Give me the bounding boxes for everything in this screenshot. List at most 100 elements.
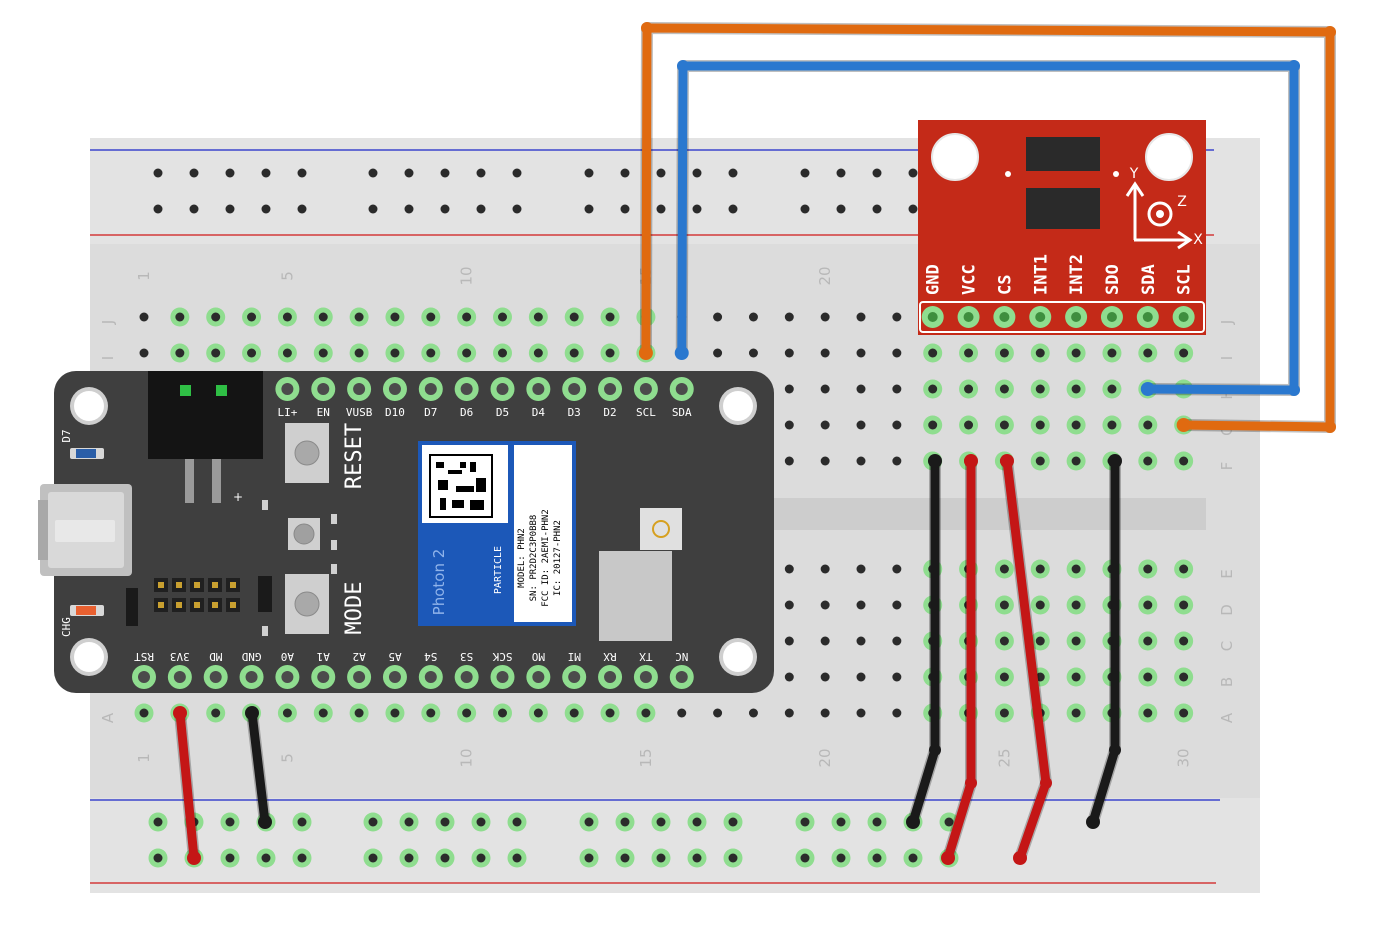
rail-hole [404, 204, 414, 214]
top-pin-hole [424, 383, 437, 395]
top-pin-label: SDA [672, 406, 692, 419]
module-brand: PARTICLE [493, 546, 504, 594]
rail-hole [584, 853, 594, 863]
terminal-hole [318, 312, 328, 322]
terminal-hole [1035, 564, 1045, 574]
terminal-hole [999, 420, 1009, 430]
row-letter-right: J [1218, 320, 1236, 325]
qr-module [438, 480, 448, 490]
terminal-hole [928, 384, 938, 394]
rail-hole [656, 817, 666, 827]
terminal-hole [175, 348, 185, 358]
rail-hole [153, 853, 163, 863]
top-pin-hole [568, 383, 581, 395]
terminal-hole [1071, 420, 1081, 430]
top-pin-label: VUSB [346, 406, 373, 419]
top-pin-hole [639, 383, 652, 395]
rail-hole [153, 168, 163, 178]
terminal-hole [1071, 456, 1081, 466]
smd-component [331, 514, 337, 524]
terminal-hole [820, 672, 830, 682]
terminal-hole [1035, 420, 1045, 430]
sensor-sdo-wire-end [1086, 815, 1100, 829]
rail-hole [728, 853, 738, 863]
sensor-gnd-wire-end [906, 815, 920, 829]
bottom-pin-label: RST [134, 650, 154, 663]
terminal-hole [892, 348, 902, 358]
qr-module [470, 462, 476, 472]
terminal-hole [713, 348, 723, 358]
rail-hole [836, 204, 846, 214]
debug-header-pad [158, 602, 164, 608]
row-letter-right: F [1218, 462, 1236, 471]
sensor-pin-hole [1071, 312, 1082, 322]
connector-led [180, 385, 191, 396]
d7-led [76, 449, 96, 458]
row-letter-right: C [1218, 641, 1236, 651]
mode-button [294, 591, 320, 617]
terminal-hole [1143, 456, 1153, 466]
ground-wire [247, 708, 270, 827]
terminal-hole [1071, 348, 1081, 358]
terminal-hole [533, 348, 543, 358]
rail-hole [512, 817, 522, 827]
terminal-hole [856, 708, 866, 718]
terminal-hole [211, 348, 221, 358]
bottom-pin-hole [388, 671, 401, 683]
terminal-hole [139, 708, 149, 718]
rail-hole [728, 204, 738, 214]
rail-hole [440, 817, 450, 827]
reset-button [294, 440, 320, 466]
u-fl-connector [640, 508, 682, 550]
rail-hole [297, 817, 307, 827]
bottom-pin-hole [460, 671, 473, 683]
debug-header-pad [158, 582, 164, 588]
terminal-hole [820, 384, 830, 394]
terminal-hole [1107, 348, 1117, 358]
terminal-hole [605, 708, 615, 718]
terminal-hole [784, 636, 794, 646]
rail-hole [908, 204, 918, 214]
rail-hole [692, 168, 702, 178]
rail-hole [404, 817, 414, 827]
bottom-pin-hole [138, 671, 150, 683]
mounting-hole [723, 642, 753, 672]
terminal-hole [964, 384, 974, 394]
top-pin-label: D3 [568, 406, 581, 419]
terminal-hole [605, 348, 615, 358]
sensor-pin-hole [1142, 312, 1153, 322]
top-pin-hole [532, 383, 545, 395]
sensor-sdo-wire-end [1108, 454, 1122, 468]
column-number-bottom: 25 [995, 748, 1013, 767]
terminal-hole [856, 636, 866, 646]
terminal-hole [569, 312, 579, 322]
top-pin-hole [496, 383, 509, 395]
sensor-cs-wire-end [1000, 454, 1014, 468]
bottom-pin-label: MI [568, 650, 581, 663]
terminal-hole [498, 348, 507, 358]
bottom-pin-hole [209, 671, 222, 683]
terminal-hole [282, 348, 292, 358]
sensor-vcc-wire-end [964, 454, 978, 468]
qr-module [448, 470, 462, 474]
terminal-hole [211, 708, 221, 718]
terminal-hole [1107, 420, 1117, 430]
terminal-hole [784, 672, 794, 682]
row-letter-left: I [99, 356, 117, 360]
sensor-pin-outline [919, 301, 1205, 333]
terminal-hole [426, 708, 436, 718]
top-pin-hole [460, 383, 473, 395]
row-letter-right: I [1218, 356, 1236, 360]
bottom-pin-hole [675, 671, 688, 683]
scl-wire-end [1176, 418, 1191, 432]
terminal-hole [426, 348, 436, 358]
terminal-hole [1143, 420, 1153, 430]
sensor-pin-label: INT2 [1067, 254, 1087, 295]
rail-hole [620, 168, 630, 178]
rail-hole [297, 204, 307, 214]
debug-header-pad [194, 582, 200, 588]
terminal-hole [390, 312, 400, 322]
bottom-pin-label: MO [532, 650, 545, 663]
